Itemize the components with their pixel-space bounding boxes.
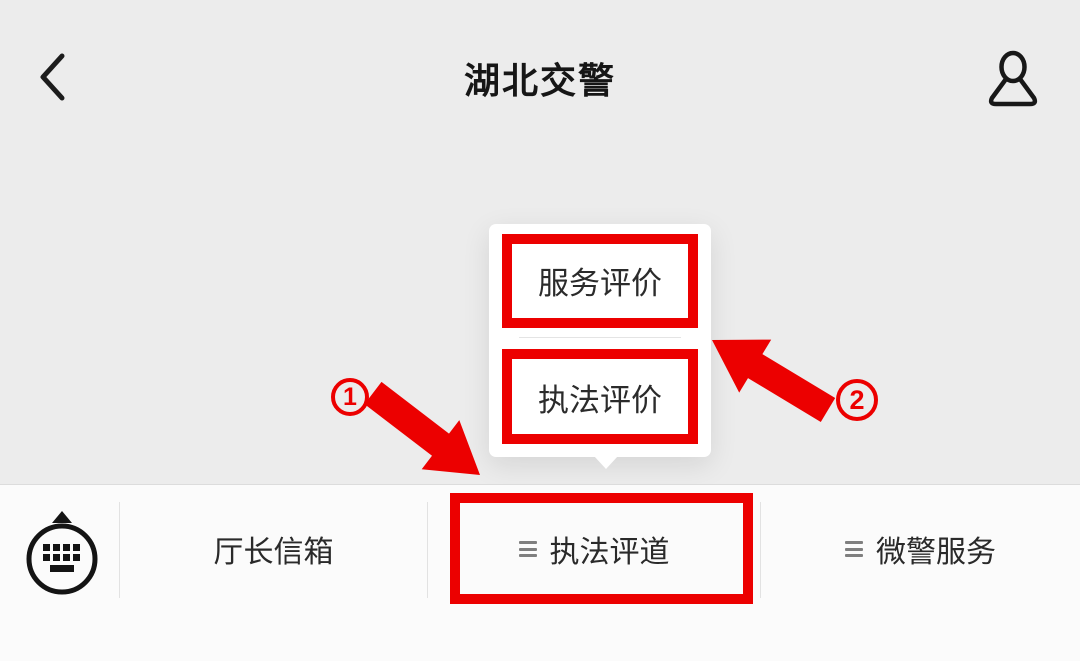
popup-item-label: 服务评价 xyxy=(538,266,662,301)
popup-item-service-rating[interactable]: 服务评价 xyxy=(489,224,711,337)
step-1-badge: 1 xyxy=(331,378,369,416)
menu-divider xyxy=(427,502,428,598)
menu-lines-icon xyxy=(845,541,863,557)
bottom-menu-popup: 服务评价 执法评价 xyxy=(489,224,711,457)
arrow-1-icon xyxy=(330,360,510,500)
menu-lines-icon xyxy=(518,541,537,557)
person-icon xyxy=(984,50,1042,112)
menu-divider xyxy=(119,502,120,598)
popup-item-law-enforcement-rating[interactable]: 执法评价 xyxy=(489,338,711,457)
menu-divider xyxy=(760,502,761,598)
profile-button[interactable] xyxy=(984,50,1042,112)
bottom-menu-bar xyxy=(0,484,1080,661)
popup-divider xyxy=(519,337,681,338)
keyboard-icon xyxy=(24,504,100,596)
back-button[interactable] xyxy=(36,52,70,102)
menu-item-label: 微警服务 xyxy=(876,536,996,569)
popup-tail xyxy=(594,456,618,469)
menu-item-label: 执法评道 xyxy=(549,536,670,569)
page-title: 湖北交警 xyxy=(463,60,616,101)
menu-item-label: 厅长信箱 xyxy=(213,536,334,569)
menu-item-mailbox[interactable]: 厅长信箱 xyxy=(120,484,427,614)
step-2-badge: 2 xyxy=(836,379,878,421)
switch-to-keyboard-button[interactable] xyxy=(24,504,100,596)
step-1-number: 1 xyxy=(343,382,357,411)
arrow-2-icon xyxy=(690,320,870,430)
step-2-number: 2 xyxy=(849,384,865,415)
menu-item-law-enforcement[interactable]: 执法评道 xyxy=(428,484,760,614)
popup-item-label: 执法评价 xyxy=(538,383,662,418)
menu-item-micro-police-service[interactable]: 微警服务 xyxy=(761,484,1080,614)
chevron-left-icon xyxy=(36,52,70,102)
